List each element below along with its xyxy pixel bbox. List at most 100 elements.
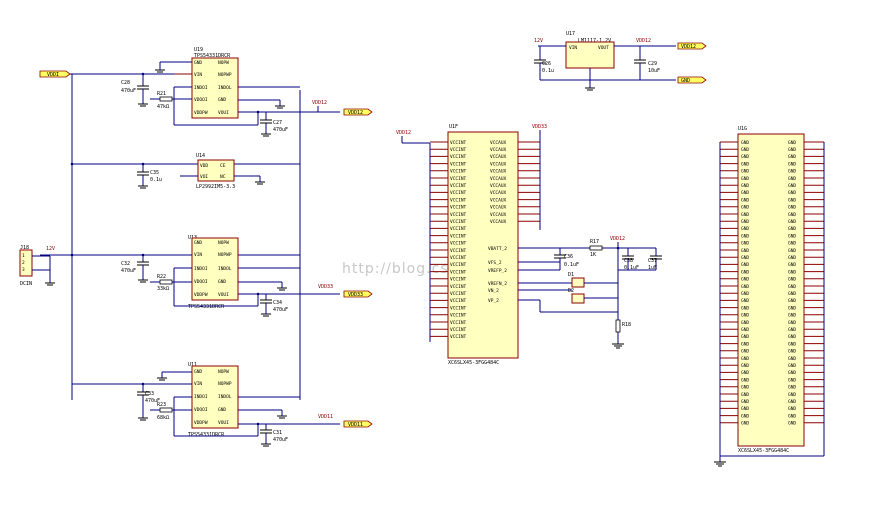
- u1g-pin-label-right: GND: [788, 255, 796, 261]
- port-vdd11[interactable]: [343, 420, 373, 428]
- u1g-pin-label-left: GND: [741, 248, 749, 254]
- u1g-pin-label-left: GND: [741, 190, 749, 196]
- bias-net: VDD12: [610, 236, 625, 242]
- svg-text:GND: GND: [194, 369, 202, 375]
- fpga-power-bank: VDD12 U1F VDD33 VCCINTVCCINTVCCINTVCCINT…: [396, 124, 547, 366]
- jack-net: 12V: [46, 246, 55, 252]
- bias-c2-ref: C38: [624, 258, 633, 264]
- u1f-left-pin-label: VCCINT: [450, 327, 467, 333]
- u1f-right-pin-label: VCCAUX: [490, 154, 507, 160]
- u14-part: LP2992IM5-3.3: [196, 184, 235, 190]
- svg-text:NOPW: NOPW: [218, 369, 229, 375]
- u1g-pin-label-left: GND: [741, 399, 749, 405]
- u17-vin-pin: VIN: [569, 45, 577, 51]
- svg-text:3: 3: [22, 267, 25, 273]
- u1g-pin-label-right: GND: [788, 370, 796, 376]
- u1g-pin-label-right: GND: [788, 399, 796, 405]
- u1g-pin-label-left: GND: [741, 197, 749, 203]
- port-gnd[interactable]: [677, 76, 707, 84]
- svg-text:VIN: VIN: [194, 252, 202, 258]
- u19-ref: U19: [194, 47, 203, 53]
- u1f-left-pin-label: VCCINT: [450, 305, 467, 311]
- bias-c1-val: 0.1uF: [564, 262, 579, 268]
- u13-chip: [191, 237, 239, 301]
- u1f-misc-pin-label: VREFP_2: [488, 268, 507, 274]
- u13-cout-val: 470uF: [273, 307, 288, 313]
- port-reg-out[interactable]: [677, 42, 707, 50]
- u1g-pin-label-left: GND: [741, 421, 749, 427]
- u1f-left-pin-label: VCCINT: [450, 140, 467, 146]
- bias-c3-val: 1uF: [648, 265, 657, 271]
- u11-cout-val: 470uF: [273, 437, 288, 443]
- svg-text:VDD: VDD: [200, 163, 208, 169]
- u19-r-ref: R21: [157, 91, 166, 97]
- svg-text:GND: GND: [218, 97, 226, 103]
- u1f-right-pin-label: VCCAUX: [490, 161, 507, 167]
- u1g-pin-label-left: GND: [741, 313, 749, 319]
- u19-chip: [191, 57, 239, 119]
- u1g-pin-label-right: GND: [788, 176, 796, 182]
- svg-text:NOPW: NOPW: [218, 240, 229, 246]
- u1f-left-pin-label: VCCINT: [450, 298, 467, 304]
- port-vdd12[interactable]: [343, 108, 373, 116]
- port-gnd-label: GND: [681, 78, 690, 84]
- u1g-pin-label-left: GND: [741, 262, 749, 268]
- svg-text:INDOI: INDOI: [194, 85, 208, 91]
- u1f-right-pin-label: VCCAUX: [490, 140, 507, 146]
- svg-text:GND: GND: [218, 279, 226, 285]
- u14-cap-val: 0.1u: [150, 177, 162, 183]
- u11-ref: U11: [188, 362, 197, 368]
- net-vdd12-top: VDD12: [312, 100, 327, 106]
- u17-out-net: VDD12: [636, 38, 651, 44]
- u1g-pin-label-right: GND: [788, 313, 796, 319]
- u1f-left-pin-label: VCCINT: [450, 226, 467, 232]
- u17-cin-ref: C26: [542, 61, 551, 67]
- u11-r-ref: R23: [157, 402, 166, 408]
- u1f-left-pin-label: VCCINT: [450, 169, 467, 175]
- u1g-pin-label-right: GND: [788, 183, 796, 189]
- u1f-ref: U1F: [449, 124, 458, 130]
- u1f-misc-pin-label: VREFN_2: [488, 281, 507, 287]
- u11-part: TPS54331DRCR: [188, 432, 225, 438]
- u1g-pin-label-right: GND: [788, 248, 796, 254]
- u1g-pin-label-right: GND: [788, 421, 796, 427]
- svg-text:VOUI: VOUI: [218, 420, 229, 426]
- u1f-left-pin-label: VCCINT: [450, 190, 467, 196]
- u17-ref: U17: [566, 31, 575, 37]
- u1g-pin-label-left: GND: [741, 385, 749, 391]
- u1f-left-pin-label: VCCINT: [450, 219, 467, 225]
- u1g-ref: U1G: [738, 126, 747, 132]
- u17-vout-pin: VOUT: [598, 45, 609, 51]
- u17-in-net: 12V: [534, 38, 543, 44]
- u1g-pin-label-left: GND: [741, 205, 749, 211]
- port-vin[interactable]: [39, 70, 71, 78]
- u1g-pin-label-right: GND: [788, 190, 796, 196]
- u1f-right-pin-label: VCCAUX: [490, 190, 507, 196]
- u17-part: LM1117-1.2V: [578, 38, 611, 44]
- u1g-pin-label-left: GND: [741, 327, 749, 333]
- bias-d2: [571, 293, 585, 304]
- jack-body: [19, 249, 33, 277]
- u1f-left-pin-label: VCCINT: [450, 334, 467, 340]
- u1f-right-pin-label: VCCAUX: [490, 183, 507, 189]
- svg-text:VOUI: VOUI: [218, 292, 229, 298]
- u19-cin-val: 470uF: [121, 88, 136, 94]
- u14-cap-ref: C35: [150, 170, 159, 176]
- u1f-left-pin-label: VCCINT: [450, 255, 467, 261]
- bias-c2-val: 0.1uF: [624, 265, 639, 271]
- u1g-pin-label-left: GND: [741, 349, 749, 355]
- u1g-pin-label-left: GND: [741, 291, 749, 297]
- u1f-left-pin-label: VCCINT: [450, 205, 467, 211]
- u1f-left-pin-label: VCCINT: [450, 269, 467, 275]
- net-vdd33: VDD33: [318, 284, 333, 290]
- svg-text:VDDPW: VDDPW: [194, 110, 208, 116]
- port-vdd33[interactable]: [343, 290, 373, 298]
- u13-cin-ref: C32: [121, 261, 130, 267]
- u1g-pin-label-right: GND: [788, 327, 796, 333]
- u1f-right-pin-label: VCCAUX: [490, 169, 507, 175]
- u1f-left-pin-label: VCCINT: [450, 277, 467, 283]
- u1g-pin-label-left: GND: [741, 298, 749, 304]
